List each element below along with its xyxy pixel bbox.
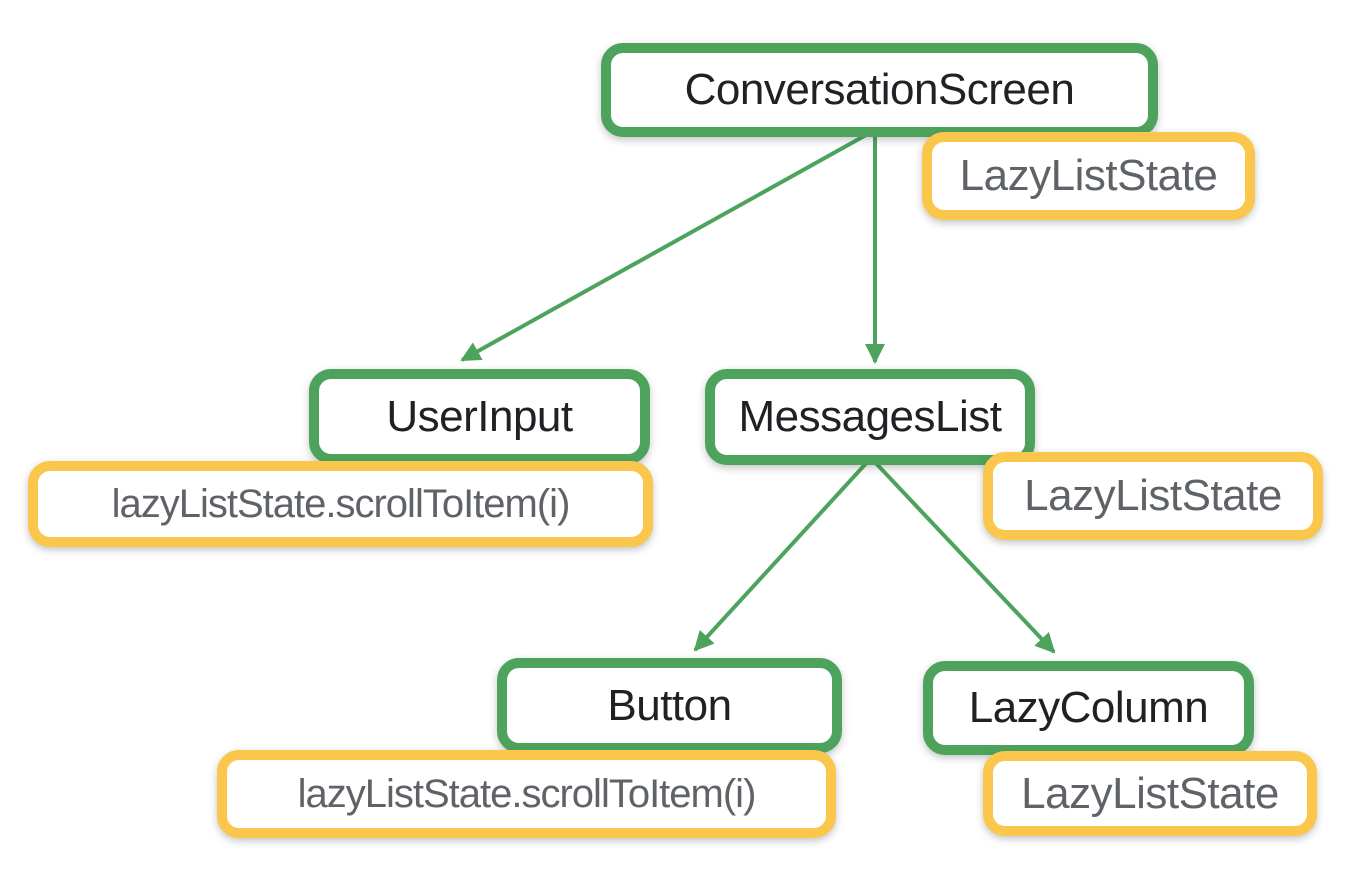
node-conversation-screen-state: LazyListState <box>922 132 1255 220</box>
node-messages-list-state-label: LazyListState <box>1024 471 1282 520</box>
node-user-input-callback-label: lazyListState.scrollToItem(i) <box>111 481 571 526</box>
node-conversation-screen-state-label: LazyListState <box>959 151 1218 200</box>
node-messages-list-state: LazyListState <box>983 452 1323 540</box>
edge-conversationscreen-userinput <box>460 128 876 362</box>
node-button-callback-label: lazyListState.scrollToItem(i) <box>297 771 757 816</box>
edge-messageslist-lazycolumn <box>869 456 1056 654</box>
node-user-input-label: UserInput <box>386 391 573 441</box>
node-user-input-callback: lazyListState.scrollToItem(i) <box>28 461 653 547</box>
node-button: Button <box>497 658 842 753</box>
node-messages-list-label: MessagesList <box>738 392 1002 441</box>
node-lazy-column-label: LazyColumn <box>968 683 1209 732</box>
node-button-label: Button <box>607 680 732 730</box>
node-lazy-column-state: LazyListState <box>983 751 1317 836</box>
node-conversation-screen: ConversationScreen <box>601 43 1158 137</box>
node-lazy-column: LazyColumn <box>923 661 1254 755</box>
node-conversation-screen-label: ConversationScreen <box>684 65 1075 114</box>
node-button-callback: lazyListState.scrollToItem(i) <box>217 750 836 838</box>
edge-messageslist-button <box>693 456 873 652</box>
node-messages-list: MessagesList <box>705 369 1035 465</box>
node-lazy-column-state-label: LazyListState <box>1021 768 1279 818</box>
node-user-input: UserInput <box>309 369 650 464</box>
